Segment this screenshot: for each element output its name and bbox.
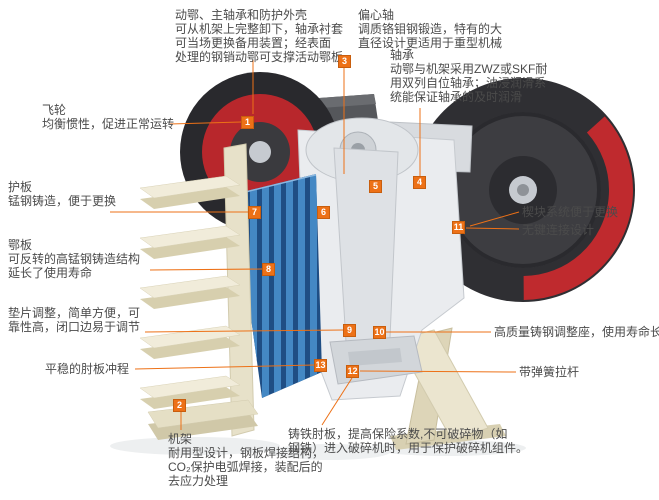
marker-2: 2: [173, 399, 186, 412]
marker-9: 9: [343, 324, 356, 337]
annotation-adjustment-seat: 高质量铸钢调整座，使用寿命长: [494, 325, 659, 339]
marker-13: 13: [314, 359, 327, 372]
annotation-toggle-plate: 铸铁肘板，提高保险系数,不可破碎物（如 钢铁）进入破碎机时，用于保护破碎机组件。: [288, 427, 529, 455]
marker-8: 8: [262, 263, 275, 276]
marker-11: 11: [452, 221, 465, 234]
marker-3: 3: [338, 55, 351, 68]
marker-5: 5: [369, 180, 382, 193]
marker-12: 12: [346, 365, 359, 378]
annotation-wedge-system: 楔块系统便于更换: [522, 205, 619, 219]
annotation-guard-plate: 护板 锰钢铸造，便于更换: [8, 180, 117, 208]
annotation-flywheel: 飞轮 均衡惯性，促进正常运转: [42, 103, 175, 131]
annotation-keyless-connection: 无键连接设计: [522, 223, 595, 237]
annotation-eccentric-shaft: 偏心轴 调质铬钼钢锻造，特有的大 直径设计更适用于重型机械: [358, 8, 503, 50]
left-stand: [139, 143, 259, 440]
annotation-toggle-stroke: 平稳的肘板冲程: [45, 362, 130, 376]
marker-10: 10: [373, 326, 386, 339]
annotation-spring-rod: 带弹簧拉杆: [519, 365, 580, 379]
annotation-moving-jaw-assembly: 动鄂、主轴承和防护外壳 可从机架上完整卸下，轴承衬套 可当场更换备用装置；经表面…: [175, 8, 356, 64]
marker-1: 1: [241, 116, 254, 129]
annotation-jaw-plate: 鄂板 可反转的高锰钢铸造结构 延长了使用寿命: [8, 238, 141, 280]
annotation-shim-adjustment: 垫片调整，简单方便，可 靠性高，闭口边易于调节: [8, 306, 141, 334]
marker-7: 7: [248, 206, 261, 219]
marker-4: 4: [413, 176, 426, 189]
marker-6: 6: [317, 206, 330, 219]
annotation-bearings: 轴承 动鄂与机架采用ZWZ或SKF耐 用双列自位轴承；油浸润滑系 统能保证轴承的…: [390, 48, 548, 104]
annotation-frame: 机架 耐用型设计，钢板焊接结构， CO₂保护电弧焊接，装配后的 去应力处理: [168, 432, 325, 488]
